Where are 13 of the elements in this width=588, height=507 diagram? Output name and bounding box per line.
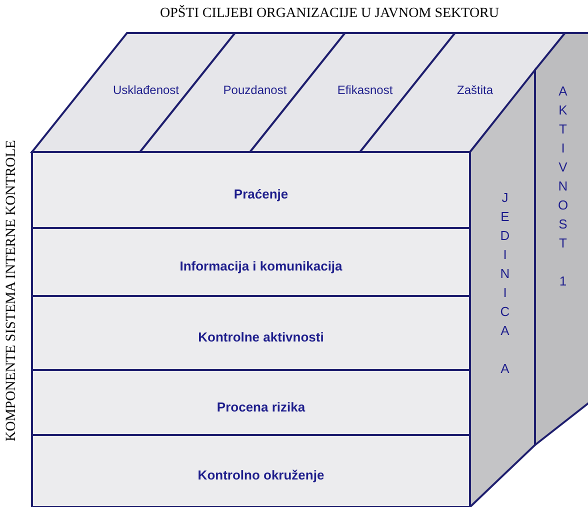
objective-label: Pouzdanost	[223, 83, 287, 97]
component-label: Kontrolne aktivnosti	[198, 330, 324, 344]
component-label: Procena rizika	[216, 399, 306, 414]
component-label: Kontrolno okruženje	[198, 468, 324, 482]
objective-label: Usklađenost	[112, 83, 180, 97]
component-label: Praćenje	[234, 186, 288, 202]
axis-label: KOMPONENTE SISTEMA INTERNE KONTROLE	[4, 140, 20, 442]
component-label: Informacija i komunikacija	[180, 258, 342, 274]
objective-label: Zaštita	[457, 83, 493, 97]
diagram-title: OPŠTI CILJEBI ORGANIZACIJE U JAVNOM SEKTORU	[160, 6, 500, 22]
objective-label: Efikasnost	[337, 83, 393, 97]
dimension-label: AKTIVNOST 1	[556, 84, 570, 292]
dimension-label: JEDINICA A	[498, 190, 512, 380]
